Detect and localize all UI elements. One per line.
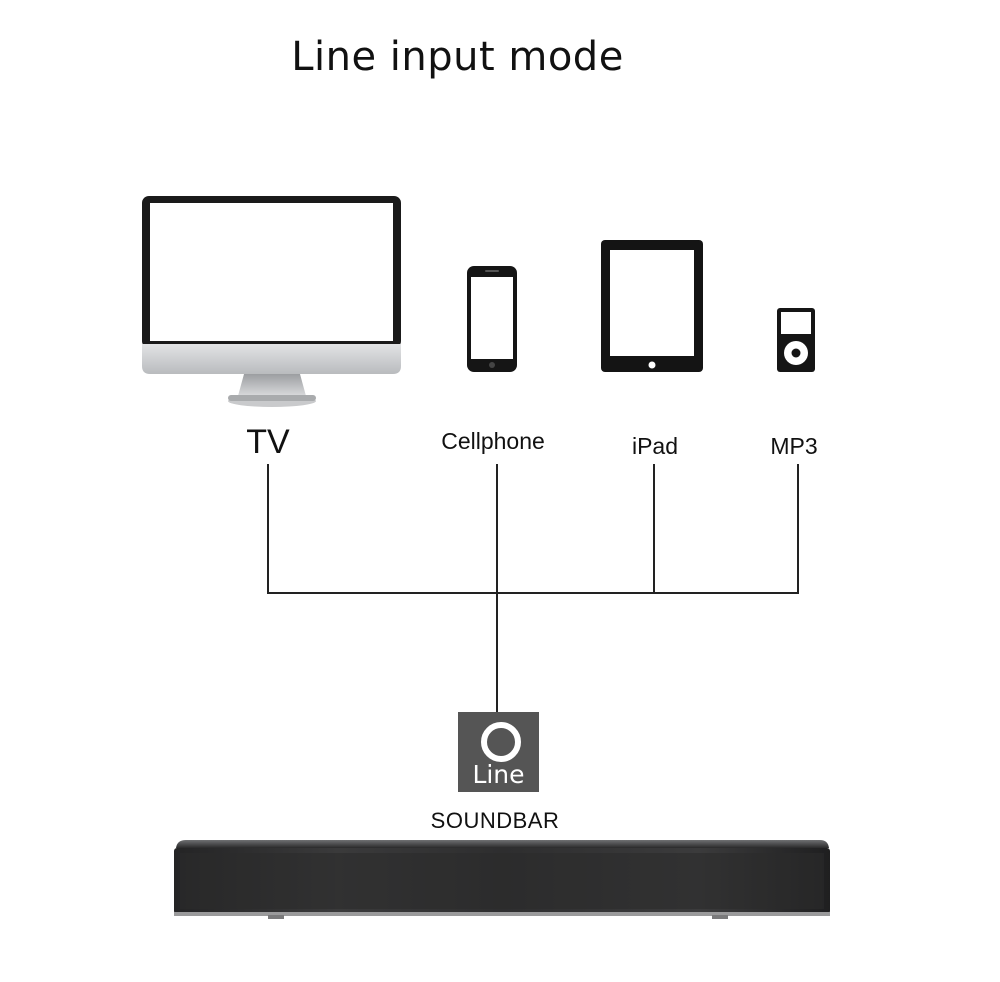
mp3-connector-line bbox=[797, 464, 799, 594]
tv-connector-line bbox=[267, 464, 269, 594]
smartphone-icon bbox=[467, 266, 517, 372]
line-input-label: Line bbox=[472, 760, 525, 789]
shared-bus-line bbox=[267, 592, 799, 594]
tv-label: TV bbox=[246, 423, 290, 461]
tv-monitor-icon bbox=[142, 196, 401, 407]
tablet-icon bbox=[601, 240, 703, 372]
soundbar-label: SOUNDBAR bbox=[430, 808, 560, 833]
line-input-ring-icon bbox=[481, 722, 521, 762]
ipad-connector-line bbox=[653, 464, 655, 594]
ipad-label: iPad bbox=[631, 433, 679, 459]
cellphone-label: Cellphone bbox=[441, 428, 545, 454]
soundbar-icon bbox=[174, 840, 830, 919]
mp3-label: MP3 bbox=[770, 433, 818, 459]
cellphone-connector-line bbox=[496, 464, 498, 713]
mp3-player-icon bbox=[777, 308, 815, 372]
page-title: Line input mode bbox=[291, 34, 624, 80]
